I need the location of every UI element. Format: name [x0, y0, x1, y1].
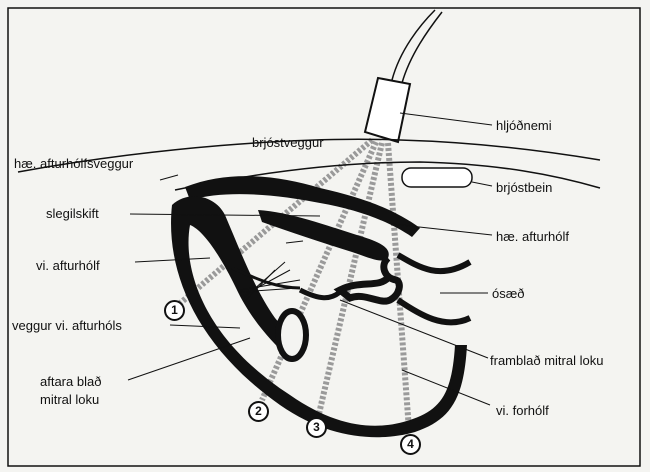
beam-marker-2: 2 — [248, 401, 269, 422]
interventricular-septum — [258, 210, 389, 260]
sternum-shape — [402, 168, 472, 187]
anterior-mitral-leaflet — [300, 290, 340, 298]
probe-cable-outer — [392, 10, 435, 80]
label-posterior-leaflet-1: aftara blað — [40, 374, 101, 389]
aorta-upper-wall — [398, 255, 470, 271]
transducer-probe — [365, 78, 410, 142]
label-left-ventricle: vi. afturhólf — [36, 258, 100, 273]
beam-marker-4: 4 — [400, 434, 421, 455]
posterior-mitral-leaflet — [278, 311, 306, 359]
beam-marker-3: 3 — [306, 417, 327, 438]
label-posterior-leaflet-2: mitral loku — [40, 392, 99, 407]
probe-cable-inner — [402, 12, 442, 83]
label-septum: slegilskift — [46, 206, 99, 221]
label-anterior-leaflet: framblað mitral loku — [490, 353, 603, 368]
beam-marker-1: 1 — [164, 300, 185, 321]
label-left-ventricle-wall: veggur vi. afturhóls — [12, 318, 122, 333]
label-left-atrium: vi. forhólf — [496, 403, 549, 418]
aorta-lower-wall — [398, 300, 470, 322]
label-chest-wall: brjóstveggur — [252, 135, 324, 150]
leader-lines — [128, 113, 492, 405]
label-transducer: hljóðnemi — [496, 118, 552, 133]
label-sternum: brjóstbein — [496, 180, 552, 195]
label-aorta: ósæð — [492, 286, 525, 301]
label-right-ventricle: hæ. afturhólf — [496, 229, 569, 244]
label-right-ventricle-wall: hæ. afturhólfsveggur — [14, 156, 133, 171]
